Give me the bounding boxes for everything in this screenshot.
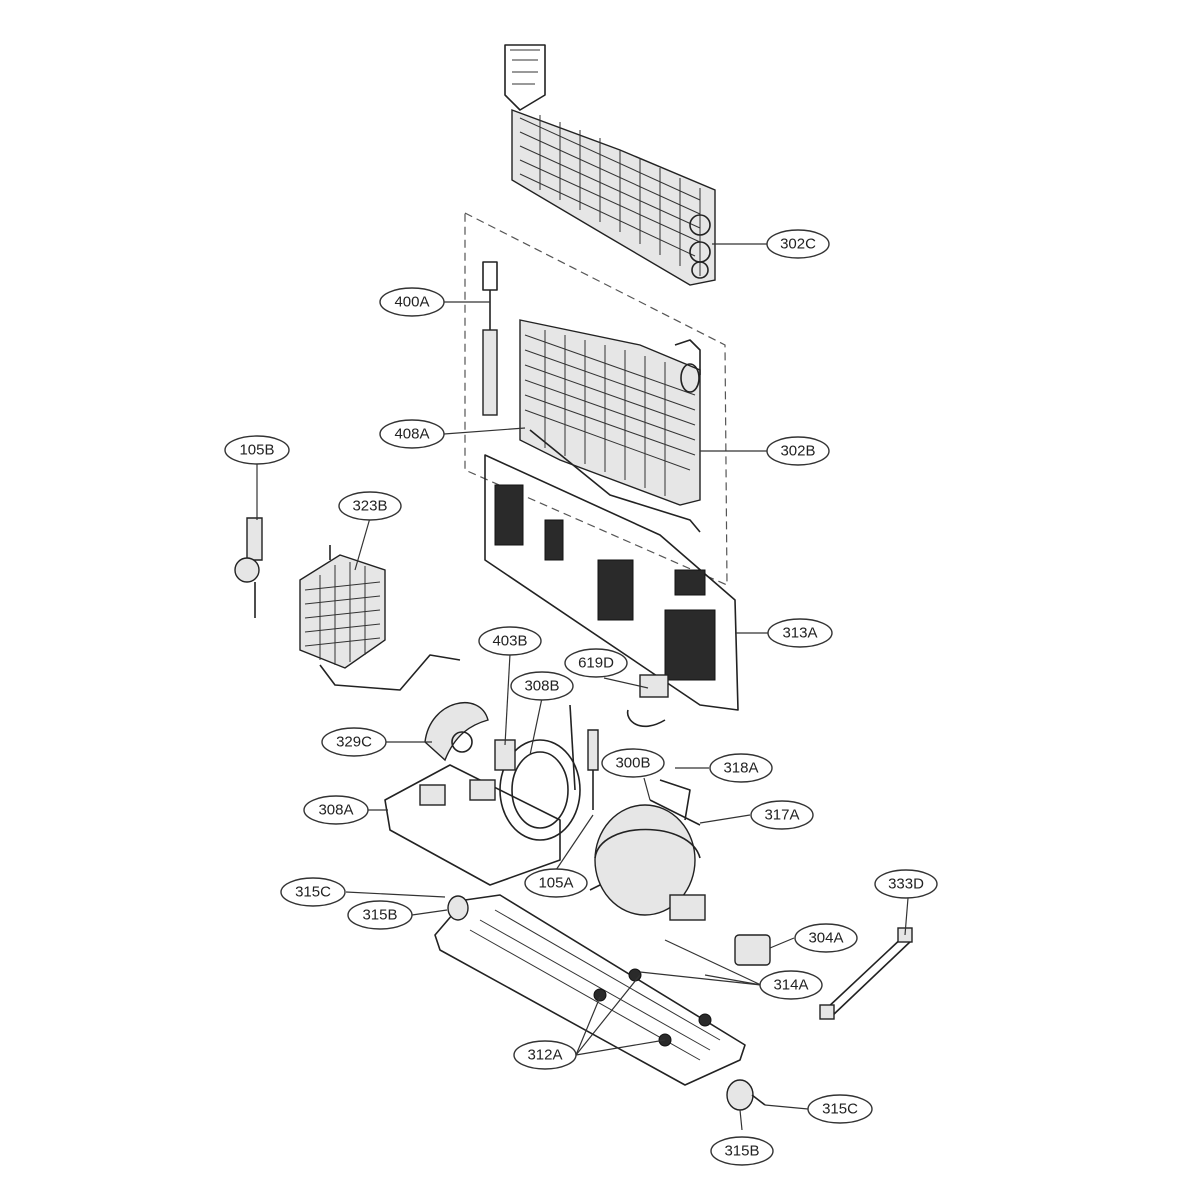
relay-619d-drawing [626, 674, 669, 727]
svg-text:300B: 300B [615, 755, 650, 772]
label-302b: 302B [766, 436, 830, 466]
label-323b: 323B [338, 491, 402, 521]
svg-text:302C: 302C [780, 236, 816, 253]
connector-304a-drawing [734, 934, 771, 966]
fan-blade-329c-drawing [424, 702, 489, 762]
condenser-323b-drawing [299, 545, 461, 691]
tube-317a-drawing [649, 799, 701, 826]
svg-text:105A: 105A [538, 875, 573, 892]
label-315c-top: 315C [280, 877, 346, 907]
label-313a: 313A [767, 618, 833, 648]
svg-text:302B: 302B [780, 443, 815, 460]
label-400a: 400A [379, 287, 445, 317]
svg-text:333D: 333D [888, 876, 924, 893]
label-308a: 308A [303, 795, 369, 825]
svg-text:304A: 304A [808, 930, 843, 947]
svg-text:329C: 329C [336, 734, 372, 751]
sensor-400a-drawing [482, 261, 498, 416]
svg-text:403B: 403B [492, 633, 527, 650]
evaporator-302c-drawing [504, 44, 716, 286]
svg-text:308B: 308B [524, 678, 559, 695]
svg-text:315B: 315B [724, 1143, 759, 1160]
svg-text:408A: 408A [394, 426, 429, 443]
leader-lines [256, 243, 909, 1131]
label-408a: 408A [379, 419, 445, 449]
label-318a: 318A [709, 753, 773, 783]
valve-105a-drawing [587, 729, 599, 810]
label-315b-top: 315B [347, 900, 413, 930]
label-302c: 302C [766, 229, 830, 259]
label-300b: 300B [601, 748, 665, 778]
machine-base-308a-drawing [384, 764, 561, 886]
svg-text:400A: 400A [394, 294, 429, 311]
svg-text:312A: 312A [527, 1047, 562, 1064]
svg-text:315B: 315B [362, 907, 397, 924]
compressor-300b-drawing [589, 779, 706, 921]
svg-text:619D: 619D [578, 655, 614, 672]
label-329c: 329C [321, 727, 387, 757]
label-105b: 105B [224, 435, 290, 465]
label-314a: 314A [759, 970, 823, 1000]
label-304a: 304A [794, 923, 858, 953]
svg-text:315C: 315C [822, 1101, 858, 1118]
evaporator-302b-drawing [519, 319, 701, 533]
fan-motor-308b-drawing [494, 704, 581, 841]
svg-text:318A: 318A [723, 760, 758, 777]
label-308b: 308B [510, 671, 574, 701]
svg-text:314A: 314A [773, 977, 808, 994]
label-619d: 619D [564, 648, 628, 678]
label-333d: 333D [874, 869, 938, 899]
label-315c-bottom: 315C [807, 1094, 873, 1124]
svg-text:105B: 105B [239, 442, 274, 459]
svg-text:323B: 323B [352, 498, 387, 515]
drier-105b-drawing [234, 517, 263, 618]
svg-text:317A: 317A [764, 807, 799, 824]
harness-333d-drawing [819, 927, 913, 1020]
label-317a: 317A [750, 800, 814, 830]
label-403b: 403B [478, 626, 542, 656]
grommet-315b-top-drawing [447, 895, 469, 921]
svg-text:313A: 313A [782, 625, 817, 642]
base-tray-312a-drawing [434, 894, 746, 1086]
grommet-315b-bottom-drawing [726, 1079, 766, 1111]
cover-panel-313a-drawing [484, 454, 739, 711]
label-315b-bottom: 315B [710, 1136, 774, 1166]
svg-text:315C: 315C [295, 884, 331, 901]
label-105a: 105A [524, 868, 588, 898]
evaporator-cover-outline [464, 212, 728, 586]
svg-text:308A: 308A [318, 802, 353, 819]
label-312a: 312A [513, 1040, 577, 1070]
